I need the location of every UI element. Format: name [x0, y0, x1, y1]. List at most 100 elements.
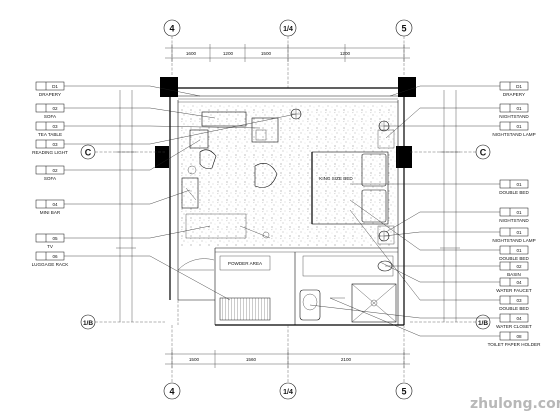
- pillow-2: [361, 189, 387, 223]
- left-callout-code: 02: [52, 168, 58, 173]
- pillow-1: [361, 153, 387, 187]
- right-callout-name: NIGHTSTAND LAMP: [492, 132, 535, 137]
- svg-text:KING SIZE BED: KING SIZE BED: [319, 176, 353, 181]
- left-callout-code: 04: [52, 202, 58, 207]
- right-callout-code: 02: [516, 264, 522, 269]
- right-callout-code: D1: [516, 84, 522, 89]
- shower: [351, 283, 397, 323]
- dim-top-4: 1200: [340, 51, 351, 56]
- left-callout-name: SOFA: [44, 114, 57, 119]
- right-callout-name: NIGHTSTAND: [499, 218, 529, 223]
- right-callout-code: 01: [516, 248, 522, 253]
- left-callout-name: LUGGAGE RACK: [32, 262, 70, 267]
- grid-bottom-5: 5: [401, 387, 406, 397]
- dim-top-1: 1600: [186, 51, 197, 56]
- grid-right-d: 1/B: [478, 320, 488, 327]
- right-callout-name: DOUBLE BED: [499, 306, 529, 311]
- right-callout-name: WATER FAUCET: [496, 288, 532, 293]
- left-callout-name: TEA TABLE: [38, 132, 62, 137]
- left-callout-code: D1: [52, 84, 58, 89]
- watermark: zhulong.com: [470, 396, 560, 412]
- left-callout-code: 06: [52, 254, 58, 259]
- grid-bubbles-bottom: 1500 1560 2100 4 1/4 5: [163, 325, 413, 400]
- grid-top-5: 5: [401, 24, 406, 34]
- dim-bottom-3: 2100: [341, 357, 352, 362]
- grid-top-1-4: 1/4: [283, 26, 293, 33]
- right-callout-name: DRAPERY: [503, 92, 525, 97]
- right-callout-code: 04: [516, 316, 522, 321]
- water-closet: [299, 289, 321, 321]
- right-callout-code: 03: [516, 298, 522, 303]
- grid-bottom-4: 4: [169, 387, 174, 397]
- dimension-sides: [116, 90, 460, 322]
- grid-left-c: C: [85, 148, 92, 158]
- right-callout-name: WATER CLOSET: [496, 324, 532, 329]
- right-callout-name: DOUBLE BED: [499, 190, 529, 195]
- right-callout-code: 04: [516, 280, 522, 285]
- dim-bottom-2: 1560: [246, 357, 257, 362]
- grid-right-c: C: [480, 148, 487, 158]
- dimension-top: 1600 1200 1500 1200: [165, 44, 410, 62]
- left-callout-name: READING LIGHT: [32, 150, 68, 155]
- carpet-area: [180, 104, 396, 246]
- right-callout-name: DOUBLE BED: [499, 256, 529, 261]
- right-callout-code: 01: [516, 182, 522, 187]
- left-callout-code: 02: [52, 106, 58, 111]
- right-callout-code: 01: [516, 106, 522, 111]
- right-callout-name: BASIN: [507, 272, 521, 277]
- dim-bottom-1: 1500: [189, 357, 200, 362]
- left-callout-name: SOFA: [44, 176, 57, 181]
- grid-bottom-1-4: 1/4: [283, 389, 293, 396]
- right-callout-name: NIGHTSTAND: [499, 114, 529, 119]
- vanity-counter: [302, 255, 394, 277]
- left-callout-name: TV: [47, 244, 54, 249]
- left-callout-code: 03: [52, 142, 58, 147]
- sofa: [201, 111, 247, 127]
- luggage-rack: [219, 297, 271, 321]
- left-callout-code: 03: [52, 124, 58, 129]
- dim-top-3: 1500: [261, 51, 272, 56]
- svg-text:POWDER AREA: POWDER AREA: [228, 261, 263, 266]
- bathroom: POWDER AREA: [177, 255, 397, 325]
- tea-table: [251, 117, 279, 143]
- grid-top-4: 4: [169, 24, 174, 34]
- armchair: [189, 129, 209, 149]
- left-callout-code: 05: [52, 236, 58, 241]
- right-callout-code: 01: [516, 230, 522, 235]
- walls: [155, 77, 416, 326]
- nightstand: [377, 129, 395, 149]
- left-callout-name: MINI BAR: [40, 210, 61, 215]
- right-callout-name: TOILET PAPER HOLDER: [488, 342, 542, 347]
- wardrobe: [219, 255, 271, 271]
- right-callout-name: NIGHTSTAND LAMP: [492, 238, 535, 243]
- grid-left-d: 1/B: [83, 320, 93, 327]
- right-callout-code: 01: [516, 210, 522, 215]
- left-callout-name: DRAPERY: [39, 92, 61, 97]
- right-callout-code: 08: [516, 334, 522, 339]
- dim-top-2: 1200: [223, 51, 234, 56]
- chair: [199, 149, 217, 169]
